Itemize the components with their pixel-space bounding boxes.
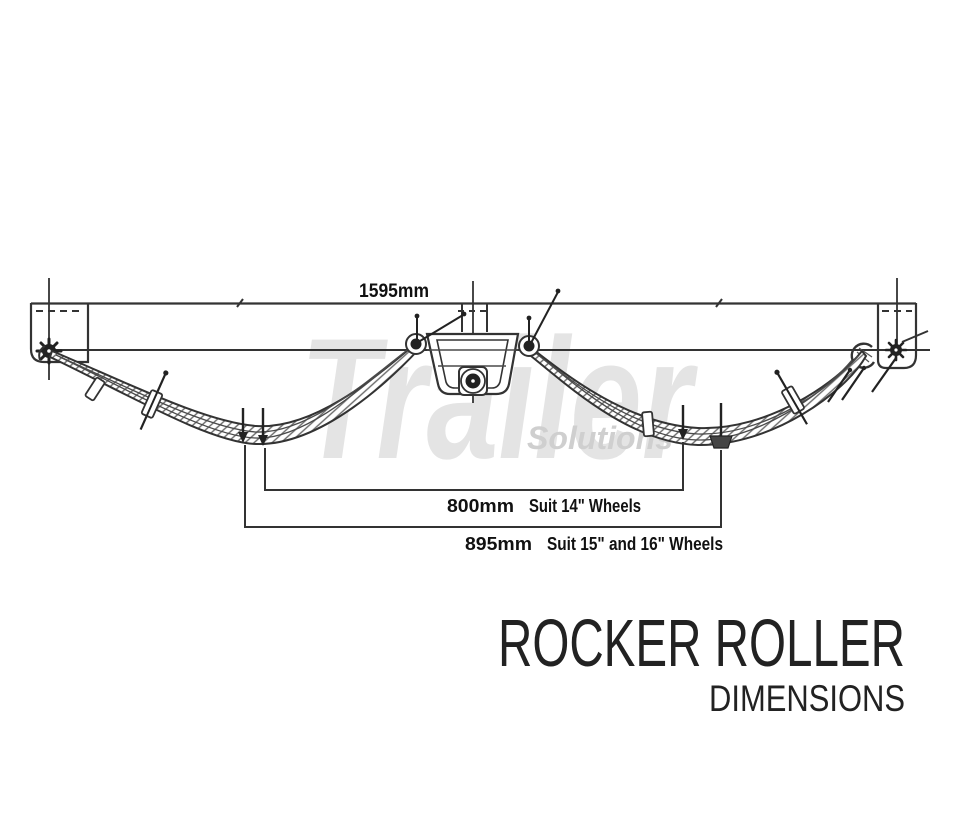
left-hanger-outline xyxy=(29,303,90,364)
left-spring-clamp-small xyxy=(84,376,106,402)
rail-tick-right xyxy=(715,298,723,308)
right-axle-seat-bolts xyxy=(678,403,733,449)
right-end-leader-line xyxy=(901,330,929,343)
right-hanger-outline xyxy=(876,303,918,370)
left-axle-seat-bolts xyxy=(238,408,268,446)
rocker-left-spring-eye xyxy=(405,311,467,355)
dimension-800mm-note: Suit 14" Wheels xyxy=(529,496,641,516)
left-leaf-spring xyxy=(48,343,421,446)
left-spring-leaf-line-1 xyxy=(55,347,411,433)
title-block: ROCKER ROLLER DIMENSIONS xyxy=(498,606,905,719)
dimension-895mm-note: Suit 15" and 16" Wheels xyxy=(547,534,723,554)
left-spring-clamp-bolt xyxy=(139,370,169,431)
center-hanger xyxy=(458,304,489,332)
right-spring-leaf-line-2 xyxy=(536,353,853,441)
rocker-body-inner xyxy=(436,339,509,389)
right-hanger-bracket xyxy=(850,303,929,370)
dimension-800mm-value: 800mm xyxy=(447,496,514,516)
dimension-overall: 1595mm xyxy=(359,281,429,302)
page-title: ROCKER ROLLER xyxy=(498,606,905,681)
right-end-ubolts xyxy=(827,357,897,403)
right-spring-clamp-small xyxy=(641,410,655,438)
rocker-body-outer xyxy=(425,332,520,396)
rocker-right-spring-eye xyxy=(518,288,561,357)
rail-tick-left xyxy=(236,298,244,308)
dimension-overall-value: 1595mm xyxy=(359,281,429,302)
dimension-800mm: 800mm Suit 14" Wheels xyxy=(264,442,684,516)
left-pivot-bolt xyxy=(35,337,63,365)
left-spring-leaf-line-2 xyxy=(59,351,406,439)
right-roller-bolt xyxy=(884,338,908,362)
center-rocker-assembly xyxy=(405,288,561,396)
dimension-895mm: 895mm Suit 15" and 16" Wheels xyxy=(244,445,723,554)
dimension-895mm-value: 895mm xyxy=(465,534,532,554)
page-subtitle: DIMENSIONS xyxy=(709,678,905,719)
rocker-center-pivot xyxy=(458,366,488,396)
right-leaf-spring xyxy=(524,345,897,449)
right-spring-clamp-bolt xyxy=(774,369,808,425)
left-hanger-bracket xyxy=(29,303,90,365)
